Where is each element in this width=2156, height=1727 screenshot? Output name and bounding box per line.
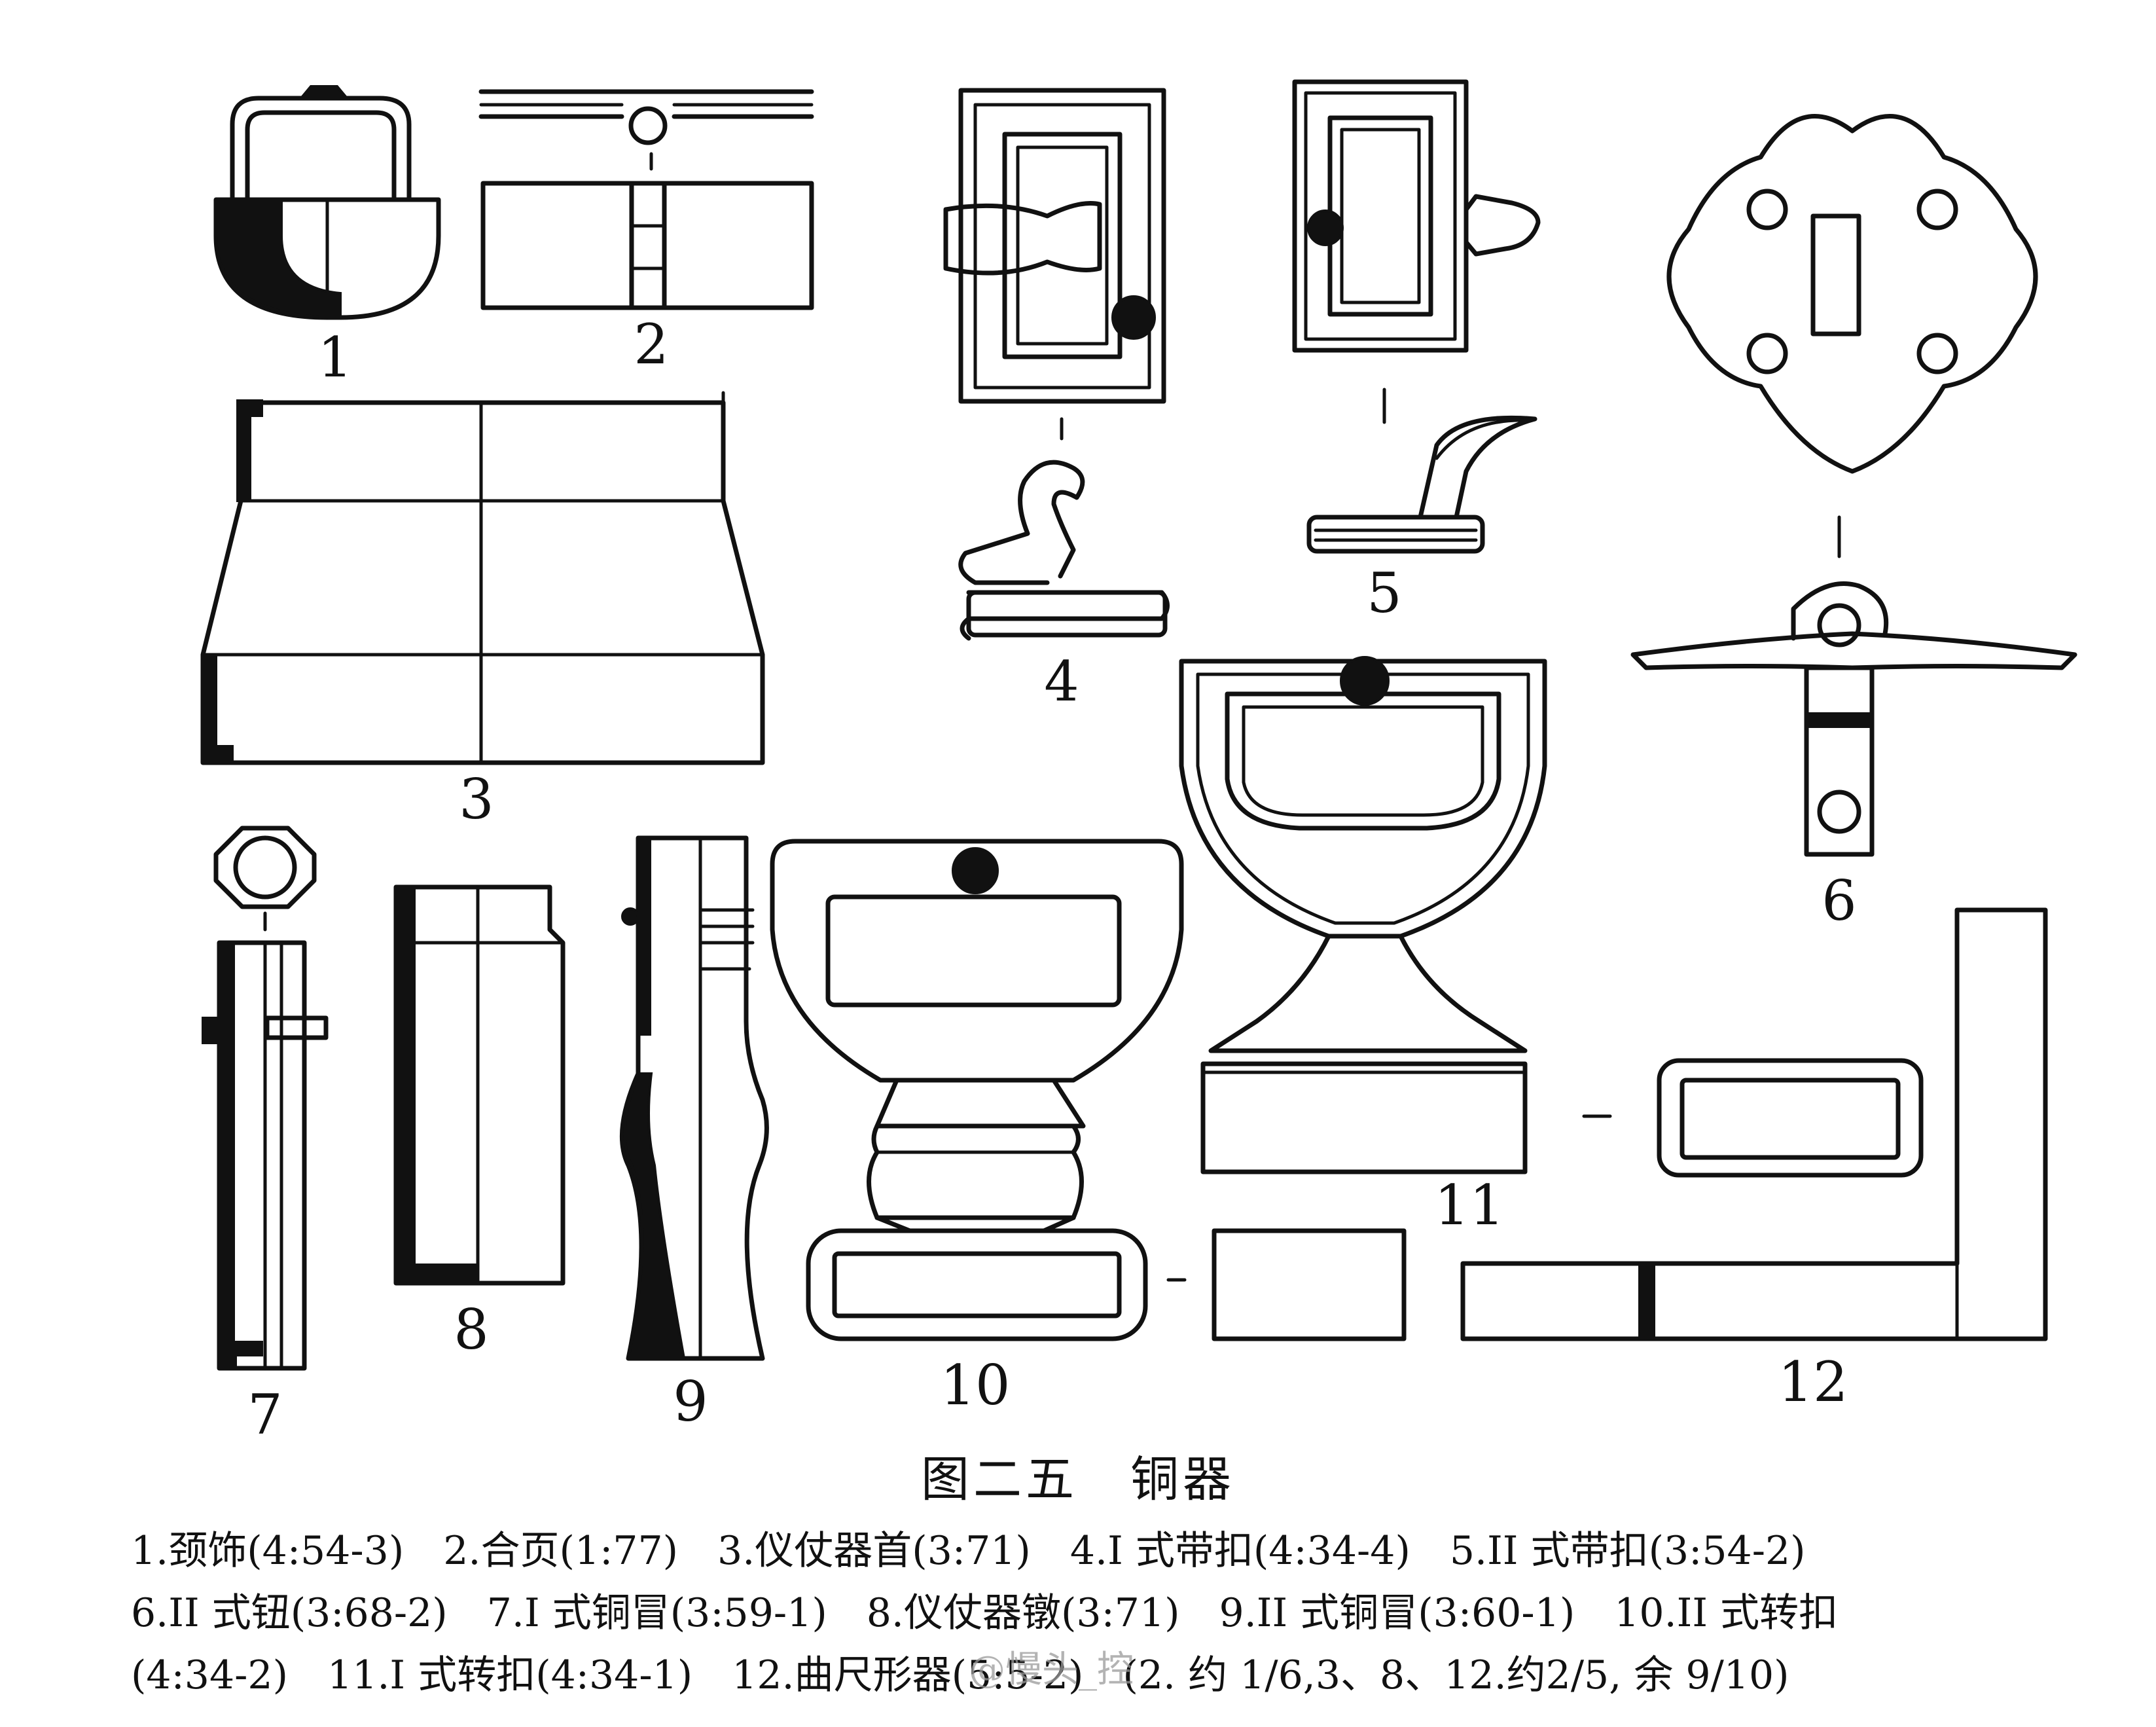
object-9-bronze-cap-type-2: 9	[619, 835, 769, 1434]
label-11: 11	[1435, 1173, 1505, 1237]
bronze-objects-drawing: 1 2 3 4	[200, 79, 2077, 1440]
object-3-implement-head: 3	[200, 391, 765, 831]
label-5: 5	[1367, 561, 1401, 625]
caption-line-2: 6.II 式钮(3:68-2) 7.I 式铜冒(3:59-1) 8.仪仗器镦(3…	[131, 1590, 1839, 1636]
label-8: 8	[454, 1298, 488, 1362]
object-6-button-type-2: 6	[1630, 114, 2077, 933]
label-6: 6	[1822, 869, 1856, 933]
label-7: 7	[247, 1383, 282, 1440]
object-2-hinge: 2	[478, 89, 814, 376]
label-9: 9	[673, 1370, 708, 1434]
label-2: 2	[634, 312, 668, 376]
object-1-necklace: 1	[213, 85, 441, 390]
caption-line-3: (4:34-2) 11.I 式转扣(4:34-1) 12.曲尺形器(5:5-2)…	[131, 1652, 1789, 1698]
object-8-implement-butt: 8	[393, 884, 566, 1362]
object-7-bronze-cap-type-1: 7	[202, 826, 329, 1440]
figure-caption: 图二五 铜器 1.颈饰(4:54-3) 2.合页(1:77) 3.仪仗器首(3:…	[0, 1440, 2156, 1715]
watermark-text: @慢头_控	[969, 1648, 1134, 1691]
object-4-belt-buckle-type-1: 4	[943, 88, 1170, 714]
label-10: 10	[941, 1353, 1011, 1417]
object-11-swivel-buckle-type-1: 11	[1179, 656, 1924, 1237]
object-5-belt-buckle-type-2: 5	[1292, 79, 1541, 625]
caption-line-1: 1.颈饰(4:54-3) 2.合页(1:77) 3.仪仗器首(3:71) 4.I…	[131, 1528, 1806, 1574]
figure-title: 图二五 铜器	[921, 1451, 1235, 1508]
object-12-l-shaped-implement: 12	[1460, 907, 2048, 1414]
label-3: 3	[459, 767, 494, 831]
label-4: 4	[1044, 649, 1079, 714]
label-12: 12	[1778, 1350, 1848, 1414]
object-10-swivel-buckle-type-2: 10	[770, 839, 1407, 1417]
label-1: 1	[317, 325, 352, 390]
